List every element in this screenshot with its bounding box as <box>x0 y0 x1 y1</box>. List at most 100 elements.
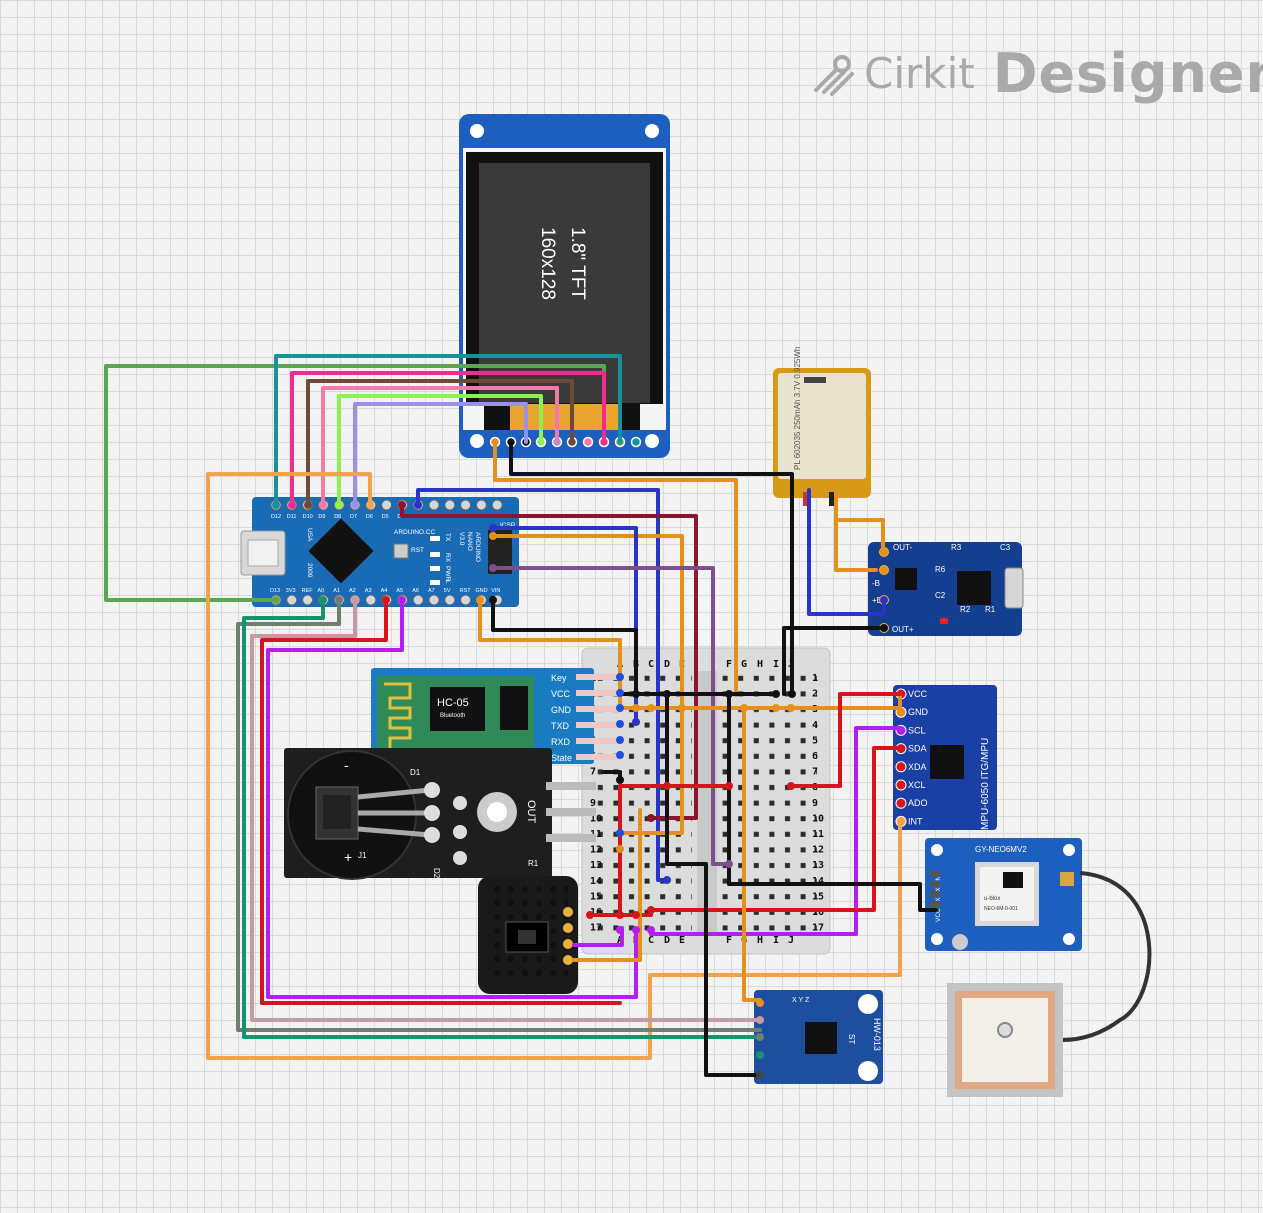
wire-end <box>335 501 343 509</box>
charger-r6: R6 <box>935 565 946 574</box>
wire-end <box>616 736 624 744</box>
bb-col-top: I <box>773 659 779 670</box>
mpu-pin <box>895 797 907 809</box>
wire-end <box>772 704 780 712</box>
bb-row-right: 2 <box>812 689 818 700</box>
bb-row-right: 1 <box>812 673 818 684</box>
bb-row-left: 14 <box>590 876 602 887</box>
tft-resolution-label: 160x128 <box>537 227 558 300</box>
relay-d1: D1 <box>410 768 421 777</box>
bb-row-left: 12 <box>590 845 602 856</box>
wire-end <box>725 782 733 790</box>
wire-end <box>632 911 640 919</box>
wire-ends <box>272 501 888 1079</box>
nano-pin-top <box>475 499 487 511</box>
wire-end <box>632 926 640 934</box>
bb-col-bottom: E <box>679 935 685 946</box>
hw013-st: ST <box>847 1034 856 1044</box>
wire-end <box>272 596 280 604</box>
nano-icsp: ICSP <box>500 522 515 529</box>
charger-out-minus: OUT- <box>893 543 912 552</box>
cirkit-logo-icon <box>814 55 854 96</box>
wire-end <box>647 906 655 914</box>
wire <box>274 354 622 507</box>
wire-end <box>616 720 624 728</box>
wire-end <box>740 704 748 712</box>
wire <box>353 402 528 507</box>
nano-pin-bottom <box>444 594 456 606</box>
wire-end <box>616 751 624 759</box>
hc05-pin-label: State <box>551 753 572 763</box>
wire-end <box>616 926 624 934</box>
wire-end <box>632 704 640 712</box>
bb-col-bottom: F <box>726 935 732 946</box>
wire-end <box>880 596 888 604</box>
wire-end <box>288 501 296 509</box>
mpu-pin-label: XDA <box>908 762 927 772</box>
wire-end <box>319 596 327 604</box>
wire-end <box>319 501 327 509</box>
bb-row-right: 9 <box>812 798 818 809</box>
charger-out-plus: OUT+ <box>892 625 914 634</box>
wire-end <box>398 596 406 604</box>
bb-row-right: 7 <box>812 767 818 778</box>
nano-pin-bottom <box>302 594 314 606</box>
nano-pin-label: D5 <box>382 514 389 520</box>
wire <box>493 440 738 697</box>
hw013-module: HW-013 ST X Y Z <box>754 990 883 1084</box>
wire-end <box>632 718 640 726</box>
nano-pin-label: D8 <box>334 514 341 520</box>
mpu-pin-label: ADO <box>908 798 928 808</box>
brand-prefix: Cirkit <box>864 48 975 98</box>
wire-end <box>476 596 484 604</box>
bb-row-right: 17 <box>812 923 824 934</box>
nano-pin-label: REF <box>302 588 314 594</box>
mpu-pin <box>895 779 907 791</box>
wire-end <box>489 532 497 540</box>
bb-row-left: 15 <box>590 891 602 902</box>
relay-d2: D2 <box>432 868 441 879</box>
wire-end <box>616 673 624 681</box>
bb-col-bottom: H <box>757 935 763 946</box>
wire <box>789 692 902 788</box>
nano-pin-label: A7 <box>428 588 435 594</box>
wire <box>807 488 886 616</box>
wire <box>260 598 622 1005</box>
bb-row-left: 10 <box>590 813 602 824</box>
nano-pin-top <box>444 499 456 511</box>
nano-pin-label: D9 <box>318 514 325 520</box>
hc05-pin-header <box>576 706 620 712</box>
hc05-pin-header <box>576 738 620 744</box>
hc05-pin-header <box>576 754 620 760</box>
wire <box>478 598 622 710</box>
wire <box>337 394 543 507</box>
mpu-pin-label: XCL <box>908 780 926 790</box>
bb-row-left: 16 <box>590 907 602 918</box>
wire-end <box>880 566 888 574</box>
wire <box>649 726 902 936</box>
wire <box>491 598 638 696</box>
bb-col-top: D <box>664 659 670 670</box>
cirkit-logo: Cirkit Designer <box>812 38 1263 108</box>
wire-end <box>880 624 888 632</box>
bb-col-bottom: J <box>788 935 794 946</box>
nano-pin-label: A4 <box>381 588 388 594</box>
nano-pin-label: D6 <box>366 514 373 520</box>
nano-pin-bottom <box>428 594 440 606</box>
charger-r3: R3 <box>951 543 962 552</box>
arduino-nano: ARDUINO.CC ARDUINO NANO V3.0 2009 USA IC… <box>240 497 519 607</box>
bb-col-top: H <box>757 659 763 670</box>
wire-end <box>756 1016 764 1024</box>
wire <box>491 534 684 835</box>
nano-rst-label: RST <box>411 547 424 554</box>
nano-pin-label: 5V <box>444 588 451 594</box>
gps-chip-brand: u-blox <box>984 896 1000 902</box>
nano-model-2: NANO <box>466 532 473 551</box>
hc05-pin-label: VCC <box>551 689 571 699</box>
wire-end <box>756 1033 764 1041</box>
wire <box>665 692 762 1077</box>
nano-pin-top <box>381 499 393 511</box>
wire-end <box>787 704 795 712</box>
wire <box>572 926 624 947</box>
